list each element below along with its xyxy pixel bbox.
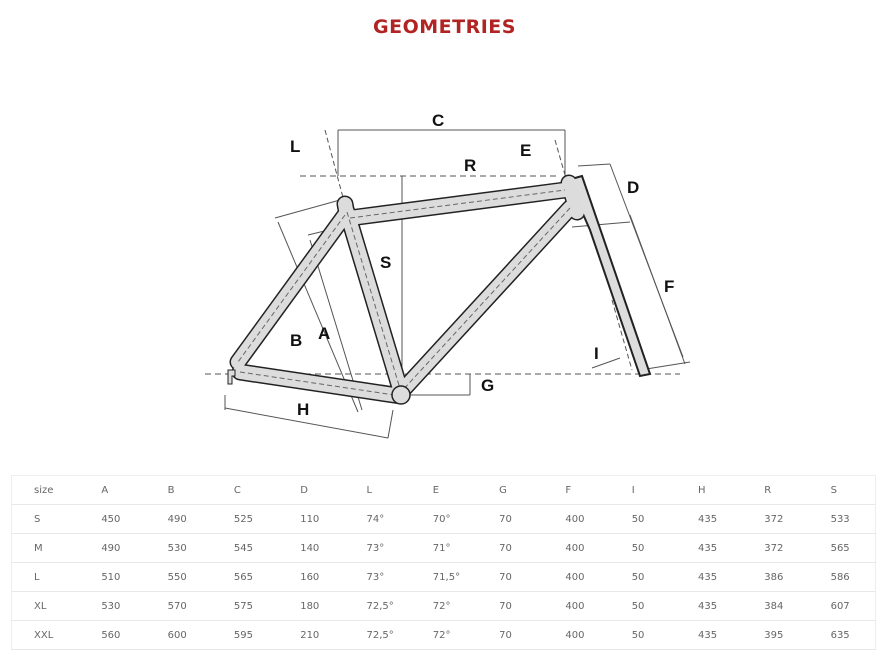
column-header: I: [609, 475, 676, 505]
label-b: B: [290, 331, 302, 350]
table-cell: 533: [808, 504, 876, 534]
table-cell: 530: [79, 591, 146, 621]
label-e: E: [520, 141, 531, 160]
label-s: S: [380, 253, 391, 272]
table-cell: 435: [675, 591, 743, 621]
table-cell: 140: [278, 533, 345, 563]
table-cell: 595: [211, 620, 279, 650]
label-c: C: [432, 111, 444, 130]
table-cell: 400: [543, 504, 610, 534]
table-cell: 565: [808, 533, 876, 563]
table-cell: 530: [145, 533, 212, 563]
table-cell: 600: [145, 620, 212, 650]
table-cell: 50: [609, 504, 676, 534]
label-a: A: [318, 324, 330, 343]
table-cell: 210: [278, 620, 345, 650]
table-cell: 71,5°: [410, 562, 478, 592]
column-header: S: [808, 475, 876, 505]
table-cell: S: [11, 504, 80, 534]
table-cell: 550: [145, 562, 212, 592]
table-cell: 70: [477, 533, 544, 563]
table-cell: 525: [211, 504, 279, 534]
table-cell: 570: [145, 591, 212, 621]
column-header: D: [278, 475, 345, 505]
table-cell: 50: [609, 620, 676, 650]
table-cell: 70: [477, 620, 544, 650]
column-header: E: [410, 475, 478, 505]
table-cell: 72,5°: [344, 591, 411, 621]
table-cell: 510: [79, 562, 146, 592]
page-title: GEOMETRIES: [373, 16, 516, 38]
table-cell: 110: [278, 504, 345, 534]
table-cell: 395: [742, 620, 809, 650]
label-i: I: [594, 344, 599, 363]
column-header: C: [211, 475, 279, 505]
table-cell: 400: [543, 533, 610, 563]
label-l: L: [290, 137, 300, 156]
table-cell: 400: [543, 562, 610, 592]
table-cell: 586: [808, 562, 876, 592]
table-cell: 72°: [410, 591, 478, 621]
label-d: D: [627, 178, 639, 197]
table-cell: L: [11, 562, 80, 592]
table-cell: 70°: [410, 504, 478, 534]
table-cell: 372: [742, 504, 809, 534]
table-cell: 450: [79, 504, 146, 534]
table-cell: 73°: [344, 562, 411, 592]
table-cell: 50: [609, 562, 676, 592]
table-cell: 435: [675, 620, 743, 650]
table-cell: 70: [477, 591, 544, 621]
table-cell: 575: [211, 591, 279, 621]
table-cell: 74°: [344, 504, 411, 534]
column-header: H: [675, 475, 743, 505]
table-cell: 435: [675, 533, 743, 563]
table-cell: 50: [609, 533, 676, 563]
column-header: G: [477, 475, 544, 505]
label-f: F: [664, 277, 674, 296]
table-cell: M: [11, 533, 80, 563]
table-cell: 607: [808, 591, 876, 621]
table-cell: 372: [742, 533, 809, 563]
label-h: H: [297, 400, 309, 419]
table-cell: 180: [278, 591, 345, 621]
table-cell: 70: [477, 562, 544, 592]
column-header: B: [145, 475, 212, 505]
table-cell: 73°: [344, 533, 411, 563]
column-header: F: [543, 475, 610, 505]
table-cell: 72°: [410, 620, 478, 650]
table-cell: XXL: [11, 620, 80, 650]
table-cell: 490: [79, 533, 146, 563]
table-cell: 384: [742, 591, 809, 621]
table-cell: 490: [145, 504, 212, 534]
table-cell: 50: [609, 591, 676, 621]
column-header: size: [11, 475, 80, 505]
table-cell: 72,5°: [344, 620, 411, 650]
table-cell: 70: [477, 504, 544, 534]
table-cell: 560: [79, 620, 146, 650]
table-cell: 545: [211, 533, 279, 563]
label-r: R: [464, 156, 476, 175]
table-cell: 160: [278, 562, 345, 592]
table-cell: 386: [742, 562, 809, 592]
table-cell: 400: [543, 620, 610, 650]
column-header: L: [344, 475, 411, 505]
table-cell: 400: [543, 591, 610, 621]
label-g: G: [481, 376, 494, 395]
table-cell: 635: [808, 620, 876, 650]
table-cell: XL: [11, 591, 80, 621]
table-cell: 71°: [410, 533, 478, 563]
column-header: R: [742, 475, 809, 505]
table-cell: 435: [675, 504, 743, 534]
column-header: A: [79, 475, 146, 505]
table-cell: 565: [211, 562, 279, 592]
frame-geometry-diagram: C L E R D S F A B I G H: [205, 111, 691, 439]
table-cell: 435: [675, 562, 743, 592]
